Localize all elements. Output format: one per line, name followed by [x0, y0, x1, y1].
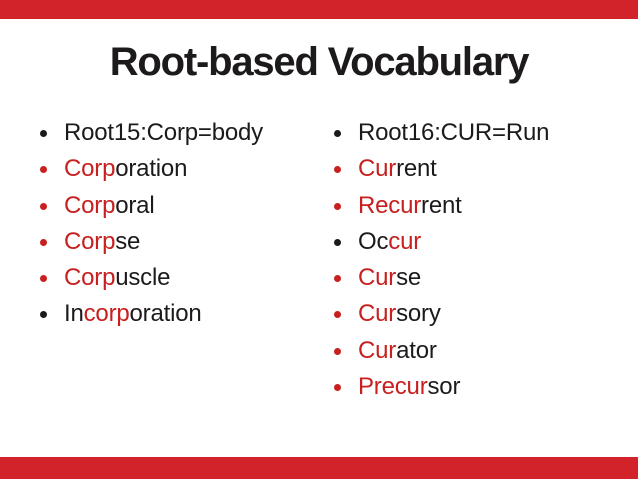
list-item: Corporal [40, 191, 325, 219]
slide-title: Root-based Vocabulary [109, 40, 530, 84]
list-item: Current [334, 157, 624, 181]
item-text: Root15:Corp=body [64, 121, 263, 145]
text-segment-black: uscle [115, 264, 171, 292]
text-segment-red: Cur [358, 336, 397, 364]
text-segment-black: Root15:Corp=body [64, 119, 263, 146]
text-segment-red: cur [388, 227, 422, 255]
bullet-dot [334, 347, 341, 355]
top-red-accent-bar [0, 0, 638, 19]
list-item: Occur [334, 227, 624, 255]
text-segment-black: Root16:CUR=Run [358, 119, 550, 146]
item-text: Corpuscle [64, 266, 170, 290]
list-item: Corporation [40, 157, 325, 181]
text-segment-black: sor [427, 373, 461, 401]
item-text: Current [358, 157, 437, 181]
text-segment-red: Corp [64, 264, 116, 292]
text-segment-black: sory [396, 300, 441, 328]
text-segment-red: corp [83, 300, 130, 328]
bullet-dot [40, 238, 47, 246]
text-segment-red: Precur [358, 373, 428, 401]
item-text: Precursor [358, 375, 460, 399]
item-text: Root16:CUR=Run [358, 119, 550, 146]
text-segment-red: Corp [64, 191, 116, 219]
text-segment-black: se [115, 227, 141, 255]
item-text: Occur [358, 227, 422, 255]
bottom-red-accent-bar [0, 457, 638, 479]
item-text: Corporal [64, 191, 155, 219]
text-segment-red: Cur [358, 155, 397, 183]
text-segment-red: Cur [358, 264, 397, 292]
text-segment-black: rent [421, 191, 462, 219]
bullet-dot [334, 238, 341, 246]
text-segment-black: oration [129, 300, 202, 328]
bullet-dot [40, 166, 47, 174]
item-text: Curse [358, 266, 421, 290]
bullet-dot [40, 311, 47, 319]
text-segment-black: rent [396, 155, 437, 183]
list-item: Recurrent [334, 191, 624, 219]
list-item: Corpuscle [40, 266, 325, 290]
text-segment-red: Recur [358, 191, 422, 219]
item-text: Corpse [64, 227, 141, 255]
list-item: Root16:CUR=Run [334, 121, 624, 145]
bullet-dot [334, 275, 341, 283]
item-text: Corporation [64, 157, 187, 181]
bullet-dot [40, 202, 47, 210]
text-segment-black: In [64, 300, 84, 328]
text-segment-black: se [396, 264, 422, 292]
list-item: Curator [334, 336, 624, 364]
list-item: Precursor [334, 375, 624, 399]
bullet-dot [334, 166, 341, 174]
text-segment-red: Cur [358, 300, 397, 328]
list-item: Cursory [334, 302, 624, 326]
text-segment-black: Oc [358, 227, 389, 255]
item-text: Curator [358, 336, 437, 364]
bullet-dot [40, 130, 47, 137]
list-item: Curse [334, 266, 624, 290]
text-segment-black: oration [115, 155, 188, 183]
list-item: Corpse [40, 227, 325, 255]
item-text: Recurrent [358, 191, 462, 219]
text-segment-black: oral [115, 191, 155, 219]
item-text: Cursory [358, 302, 441, 326]
bullet-dot [334, 384, 341, 392]
bullet-dot [334, 311, 341, 319]
text-segment-red: Corp [64, 155, 116, 183]
list-item: Incorporation [40, 302, 325, 326]
text-segment-black: ator [396, 336, 437, 364]
text-segment-red: Corp [64, 227, 116, 255]
bullet-dot [40, 275, 47, 283]
bullet-dot [334, 130, 341, 137]
bullet-dot [334, 202, 341, 210]
list-item: Root15:Corp=body [40, 121, 325, 145]
item-text: Incorporation [64, 302, 202, 326]
